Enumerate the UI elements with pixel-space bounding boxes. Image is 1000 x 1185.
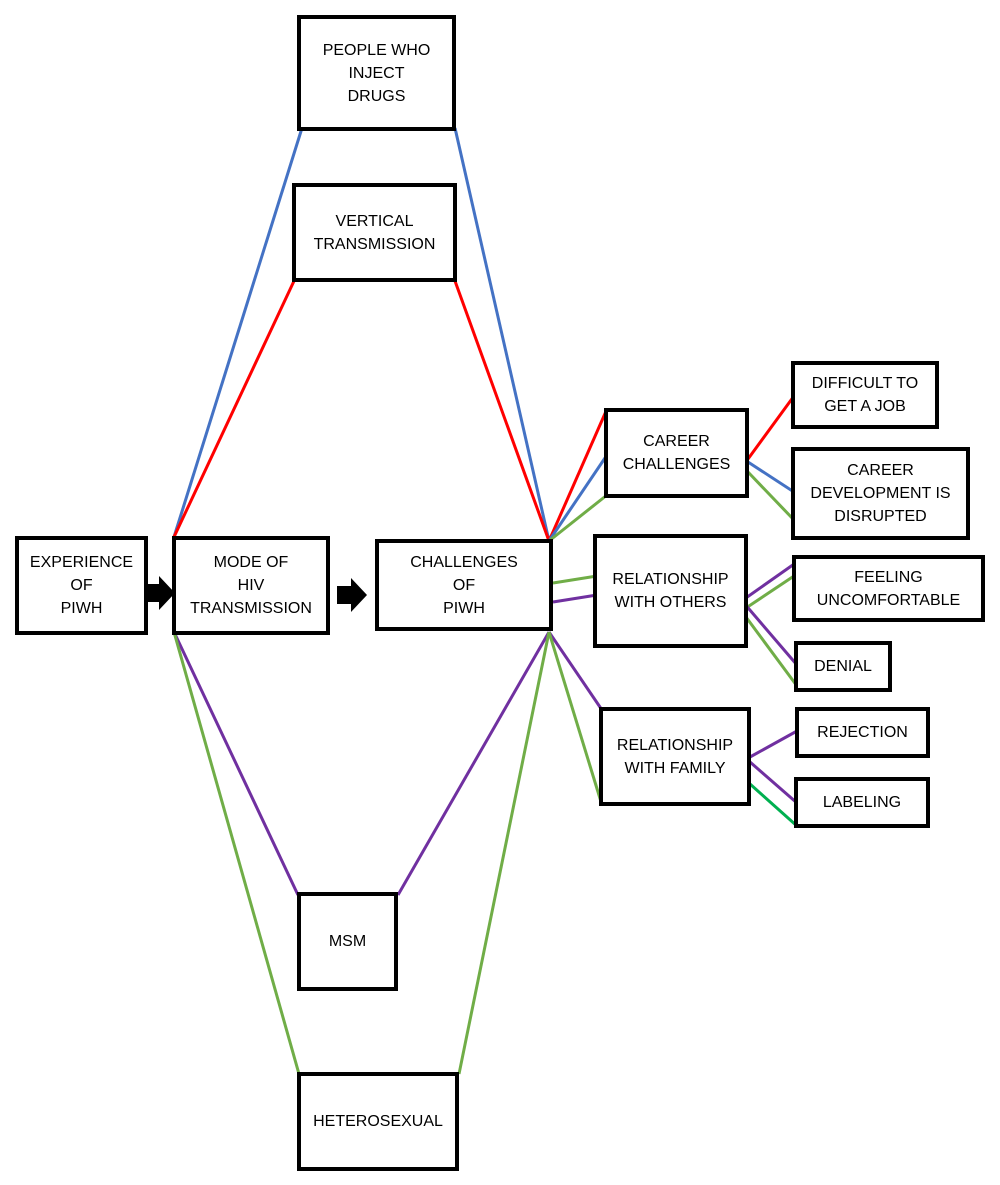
connector-career-development-blue	[747, 460, 795, 494]
connector-career-development-green	[746, 470, 796, 522]
arrow-mode-to-challenges-icon	[337, 578, 367, 612]
node-career-development-is-disrupted: CAREER DEVELOPMENT IS DISRUPTED	[791, 447, 970, 540]
node-heterosexual: HETEROSEXUAL	[297, 1072, 459, 1171]
connector-mode-msm-purple	[172, 631, 300, 896]
connector-challenges-family-green	[547, 631, 604, 806]
connector-family-labeling-dark_green	[749, 782, 798, 828]
node-career-challenges: CAREER CHALLENGES	[604, 408, 749, 498]
connector-mode-vertical-red	[172, 280, 296, 538]
connector-career-job-red	[746, 395, 796, 460]
connector-mode-pwid-blue	[172, 127, 304, 538]
node-rejection: REJECTION	[795, 707, 930, 758]
node-relationship-with-others: RELATIONSHIP WITH OTHERS	[593, 534, 748, 648]
node-msm: MSM	[297, 892, 398, 991]
connector-challenges-career-green	[548, 493, 608, 543]
node-experience-of-piwh: EXPERIENCE OF PIWH	[15, 536, 148, 635]
connector-family-rejection-purple	[749, 729, 798, 759]
connector-mode-hetero-green	[172, 631, 301, 1075]
connector-others-denial-purple	[741, 601, 799, 666]
connector-others-uncomfortable-green	[742, 572, 798, 612]
node-mode-of-hiv-transmission: MODE OF HIV TRANSMISSION	[172, 536, 330, 635]
connector-pwid-challenges-blue	[453, 127, 551, 542]
connector-challenges-others-green	[552, 574, 598, 585]
node-difficult-to-get-a-job: DIFFICULT TO GET A JOB	[791, 361, 939, 429]
connector-others-uncomfortable-purple	[742, 560, 798, 602]
node-labeling: LABELING	[794, 777, 930, 828]
node-challenges-of-piwh: CHALLENGES OF PIWH	[375, 539, 553, 631]
node-relationship-with-family: RELATIONSHIP WITH FAMILY	[599, 707, 751, 806]
node-denial: DENIAL	[794, 641, 892, 692]
connector-challenges-family-purple	[547, 631, 604, 711]
arrow-experience-to-mode-icon	[145, 576, 175, 610]
connector-vertical-challenges-red	[453, 280, 551, 542]
connector-msm-challenges-purple	[396, 631, 551, 896]
connector-others-denial-green	[741, 612, 799, 687]
node-feeling-uncomfortable: FEELING UNCOMFORTABLE	[792, 555, 985, 622]
connector-challenges-career-blue	[547, 454, 609, 542]
connector-family-labeling-purple	[749, 760, 798, 805]
connector-challenges-career-red	[547, 408, 609, 542]
connector-hetero-challenges-green	[457, 631, 551, 1075]
node-people-who-inject-drugs: PEOPLE WHO INJECT DRUGS	[297, 15, 456, 131]
connector-challenges-others-purple	[552, 593, 598, 604]
node-vertical-transmission: VERTICAL TRANSMISSION	[292, 183, 457, 282]
